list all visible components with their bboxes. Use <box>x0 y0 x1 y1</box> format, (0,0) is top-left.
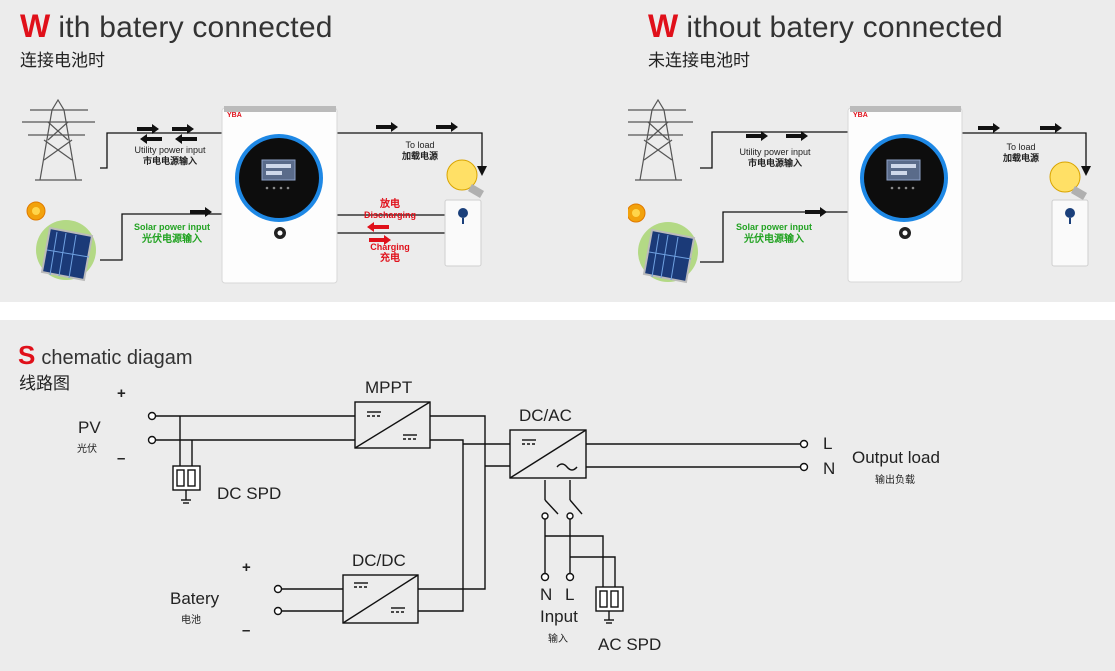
subtitle-with-battery: 连接电池时 <box>20 51 105 70</box>
inverter-icon <box>221 106 338 284</box>
pv-label: PV <box>78 418 101 437</box>
to-load-label-en: To load <box>405 140 435 150</box>
brand-logo: YBA <box>853 112 868 119</box>
mppt-converter-box <box>354 401 431 449</box>
input-l-label: L <box>565 585 575 604</box>
discharging-label-en: Discharging <box>363 210 416 220</box>
dc-dc-converter-box <box>342 574 419 624</box>
subtitle-without-battery: 未连接电池时 <box>648 51 750 70</box>
dc-spd-icon <box>172 465 201 491</box>
output-n-label: N <box>823 459 836 478</box>
solar-power-label-cn: 光伏电源输入 <box>744 234 804 245</box>
output-l-label: L <box>823 434 833 453</box>
schematic-subtitle: 线路图 <box>19 374 70 393</box>
utility-power-label-cn: 市电电源输入 <box>747 158 802 168</box>
discharging-label-cn: 放电 <box>380 199 400 210</box>
brand-logo: YBA <box>227 112 242 119</box>
mppt-label: MPPT <box>365 378 413 397</box>
battery-flow-arrows <box>367 222 391 245</box>
terminals <box>147 411 809 616</box>
pv-label-cn: 光伏 <box>77 444 97 455</box>
without-battery-diagram <box>628 98 1091 284</box>
utility-power-label-en: Utility power input <box>739 147 811 157</box>
with-battery-diagram <box>22 98 487 284</box>
inverter-icon <box>847 106 963 283</box>
power-tower-icon <box>628 98 693 181</box>
dc-ac-label: DC/AC <box>519 406 572 425</box>
utility-power-label-cn: 市电电源输入 <box>142 156 197 166</box>
power-tower-icon <box>22 98 95 181</box>
battery-label: Batery <box>170 589 220 608</box>
to-load-label-cn: 加载电源 <box>401 151 438 161</box>
solar-power-label-en: Solar power input <box>735 222 812 232</box>
battery-unit-icon <box>444 199 482 267</box>
solar-power-label-en: Solar power input <box>133 222 210 232</box>
solar-power-label-cn: 光伏电源输入 <box>142 234 202 245</box>
utility-flow-arrows <box>137 122 458 217</box>
to-load-label-en: To load <box>1006 142 1036 152</box>
battery-label-cn: 电池 <box>181 615 201 626</box>
dc-ac-inverter-box <box>509 429 587 479</box>
input-label-cn: 输入 <box>548 634 568 645</box>
pv-minus-sign: – <box>117 450 126 467</box>
solar-panel-icon <box>26 201 96 282</box>
output-load-label: Output load <box>852 448 940 467</box>
dc-dc-label: DC/DC <box>352 551 406 570</box>
ac-spd-label: AC SPD <box>598 635 662 654</box>
input-label: Input <box>540 607 578 626</box>
solar-panel-icon <box>628 203 698 284</box>
charging-label-cn: 充电 <box>380 253 400 264</box>
to-load-label-cn: 加载电源 <box>1002 153 1039 163</box>
battery-unit-icon <box>1051 199 1089 267</box>
utility-power-label-en: Utility power input <box>134 145 206 155</box>
flow-arrows <box>746 123 1062 217</box>
battery-minus-sign: – <box>242 622 251 639</box>
pv-plus-sign: + <box>117 385 126 402</box>
light-bulb-icon <box>1049 161 1087 200</box>
output-load-label-cn: 输出负载 <box>875 475 915 486</box>
battery-plus-sign: + <box>242 559 251 576</box>
dc-spd-label: DC SPD <box>217 484 282 503</box>
ac-spd-icon <box>595 586 624 612</box>
charging-label-en: Charging <box>370 242 410 252</box>
light-bulb-icon <box>446 159 484 198</box>
input-n-label: N <box>540 585 553 604</box>
